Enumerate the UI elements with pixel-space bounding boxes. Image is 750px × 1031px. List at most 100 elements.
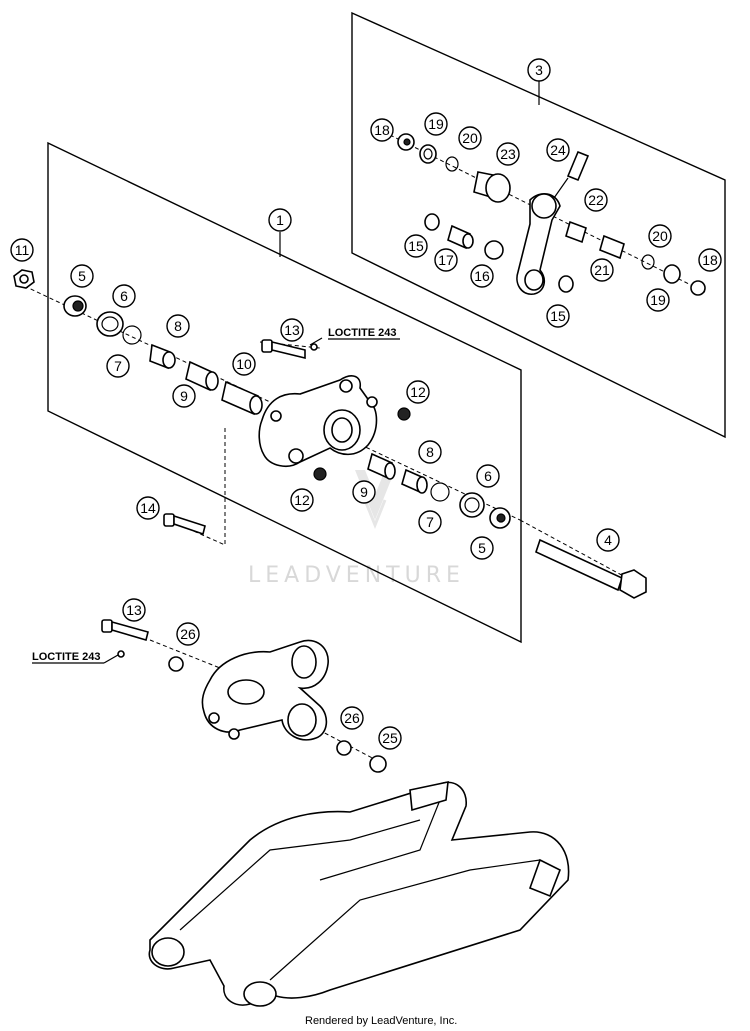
svg-text:15: 15: [550, 308, 566, 324]
seal-6-right: [459, 492, 485, 518]
grease-nipple-24: [566, 150, 590, 182]
svg-text:3: 3: [535, 62, 543, 78]
thread-dot-top: [310, 343, 318, 351]
svg-text:13: 13: [284, 322, 300, 338]
svg-text:LOCTITE 243: LOCTITE 243: [328, 327, 396, 339]
callout-17: 17: [434, 248, 458, 272]
callout-10: 10: [232, 352, 256, 376]
svg-text:8: 8: [426, 444, 434, 460]
ring-19-right: [663, 264, 681, 284]
callout-1: 1: [268, 208, 292, 232]
nut-12-top: [397, 407, 411, 421]
axis-bolt: [519, 519, 641, 586]
svg-text:5: 5: [78, 268, 86, 284]
svg-text:8: 8: [174, 318, 182, 334]
callout-6b: 6: [476, 464, 500, 488]
ring-15-left: [424, 213, 440, 231]
group-1-frame: [47, 141, 522, 644]
callout-13b: 13: [122, 598, 146, 622]
loctite-note-bottom: LOCTITE 243: [32, 651, 119, 664]
svg-text:19: 19: [428, 116, 444, 132]
callout-15b: 15: [546, 304, 570, 328]
svg-text:7: 7: [426, 514, 434, 530]
axis-assembled: [149, 639, 231, 673]
callout-3: 3: [527, 58, 551, 82]
swingarm: [148, 780, 570, 1007]
svg-text:23: 23: [500, 146, 516, 162]
svg-text:12: 12: [294, 492, 310, 508]
svg-text:5: 5: [478, 540, 486, 556]
svg-text:6: 6: [120, 288, 128, 304]
svg-text:19: 19: [650, 292, 666, 308]
thread-dot-lower: [117, 650, 125, 658]
callout-12b: 12: [290, 488, 314, 512]
callout-25: 25: [378, 726, 402, 750]
callout-19a: 19: [424, 112, 448, 136]
bushing-8-right: [401, 468, 428, 494]
callout-20a: 20: [458, 126, 482, 150]
seal-6-left: [96, 311, 124, 337]
sleeve-10: [221, 380, 263, 416]
svg-text:9: 9: [180, 388, 188, 404]
callout-21: 21: [590, 258, 614, 282]
svg-text:18: 18: [374, 122, 390, 138]
svg-text:14: 14: [140, 500, 156, 516]
washer-7-right: [430, 482, 450, 502]
bushing-22: [565, 220, 587, 244]
callout-24: 24: [546, 138, 570, 162]
svg-text:13: 13: [126, 602, 142, 618]
connecting-rod: [516, 193, 561, 295]
washer-7-left: [122, 325, 142, 345]
nut-12-bottom: [313, 467, 327, 481]
svg-text:16: 16: [474, 268, 490, 284]
svg-text:18: 18: [702, 252, 718, 268]
bolt-4: [535, 538, 647, 599]
svg-text:25: 25: [382, 730, 398, 746]
footer-credit: Rendered by LeadVenture, Inc.: [305, 1015, 457, 1027]
bushing-16: [484, 240, 504, 260]
callout-20b: 20: [648, 224, 672, 248]
washer-20-right: [641, 254, 655, 270]
svg-text:9: 9: [360, 484, 368, 500]
svg-text:1: 1: [276, 212, 284, 228]
ring-19-left: [419, 144, 437, 164]
seal-18-left: [397, 133, 415, 151]
seal-18-right: [690, 280, 706, 296]
ring-15-right: [558, 275, 574, 293]
svg-text:12: 12: [410, 384, 426, 400]
callout-26b: 26: [340, 706, 364, 730]
washer-20-left: [445, 156, 459, 172]
svg-text:4: 4: [604, 532, 612, 548]
seal-5-right: [489, 507, 511, 529]
bolt-14: [163, 513, 206, 536]
callout-5a: 5: [70, 264, 94, 288]
callout-8b: 8: [418, 440, 442, 464]
callout-9b: 9: [352, 480, 376, 504]
callout-11: 11: [10, 238, 34, 262]
svg-text:20: 20: [462, 130, 478, 146]
callout-16: 16: [470, 264, 494, 288]
svg-text:15: 15: [408, 238, 424, 254]
callout-23: 23: [496, 142, 520, 166]
callout-7a: 7: [106, 354, 130, 378]
callout-19b: 19: [646, 288, 670, 312]
leadventure-watermark: LEADVENTURE: [248, 470, 460, 588]
group-3-frame: [351, 11, 726, 439]
svg-text:26: 26: [344, 710, 360, 726]
spacer-25: [369, 755, 387, 773]
callout-12a: 12: [406, 380, 430, 404]
sleeve-21: [599, 234, 625, 260]
callout-9a: 9: [172, 384, 196, 408]
nut-11: [13, 269, 35, 289]
linkage-assembled: [201, 639, 329, 741]
callout-18b: 18: [698, 248, 722, 272]
svg-text:21: 21: [594, 262, 610, 278]
svg-text:20: 20: [652, 228, 668, 244]
bolt-13-top: [261, 339, 306, 360]
linkage-lever-1: [258, 375, 378, 467]
svg-text:22: 22: [588, 192, 604, 208]
callout-26a: 26: [176, 622, 200, 646]
sleeve-17: [447, 224, 474, 250]
bolt-13-lower: [101, 619, 149, 642]
svg-text:24: 24: [550, 142, 566, 158]
